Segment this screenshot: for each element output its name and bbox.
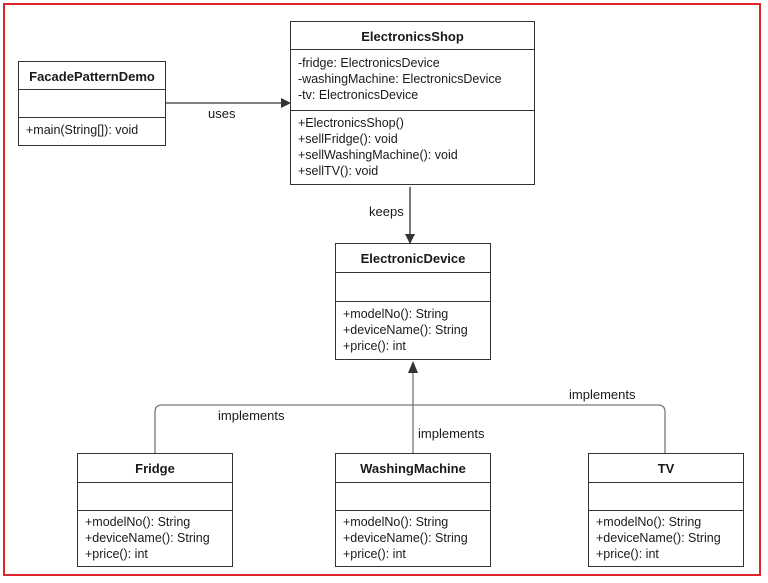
- attributes-section: -fridge: ElectronicsDevice -washingMachi…: [291, 50, 534, 111]
- method: +deviceName(): String: [343, 323, 468, 337]
- attributes-section: [336, 483, 490, 511]
- methods-section: +modelNo(): String +deviceName(): String…: [78, 511, 232, 566]
- attributes-section: [336, 273, 490, 302]
- implements-fridge-connector: [154, 404, 413, 453]
- implements-arrowhead: [408, 361, 418, 373]
- method: +main(String[]): void: [26, 123, 139, 137]
- method: +deviceName(): String: [343, 531, 468, 545]
- attributes-section: [589, 483, 743, 511]
- methods-section: +main(String[]): void: [19, 118, 165, 142]
- attributes-section: [78, 483, 232, 511]
- attribute: -washingMachine: ElectronicsDevice: [298, 72, 502, 86]
- method: +modelNo(): String: [343, 515, 449, 529]
- class-washing-machine: WashingMachine +modelNo(): String +devic…: [335, 453, 491, 567]
- implements-washing-label: implements: [418, 426, 485, 441]
- method: +price(): int: [85, 547, 148, 561]
- class-electronics-shop: ElectronicsShop -fridge: ElectronicsDevi…: [290, 21, 535, 185]
- methods-section: +modelNo(): String +deviceName(): String…: [336, 511, 490, 566]
- class-fridge: Fridge +modelNo(): String +deviceName():…: [77, 453, 233, 567]
- class-tv: TV +modelNo(): String +deviceName(): Str…: [588, 453, 744, 567]
- class-facade-pattern-demo: FacadePatternDemo +main(String[]): void: [18, 61, 166, 146]
- method: +ElectronicsShop(): [298, 116, 404, 130]
- method: +sellWashingMachine(): void: [298, 148, 458, 162]
- attributes-section: [19, 90, 165, 118]
- diagram-frame: [3, 3, 761, 576]
- method: +sellTV(): void: [298, 164, 379, 178]
- method: +sellFridge(): void: [298, 132, 398, 146]
- class-name: ElectronicsShop: [291, 22, 534, 50]
- methods-section: +modelNo(): String +deviceName(): String…: [336, 302, 490, 358]
- method: +deviceName(): String: [596, 531, 721, 545]
- implements-tv-label: implements: [569, 387, 636, 402]
- class-electronic-device: ElectronicDevice +modelNo(): String +dev…: [335, 243, 491, 360]
- uses-label: uses: [208, 106, 236, 121]
- method: +price(): int: [343, 547, 406, 561]
- method: +modelNo(): String: [596, 515, 702, 529]
- implements-tv-connector: [413, 404, 666, 453]
- class-name: TV: [589, 454, 743, 483]
- attribute: -tv: ElectronicsDevice: [298, 88, 419, 102]
- attribute: -fridge: ElectronicsDevice: [298, 56, 440, 70]
- method: +modelNo(): String: [343, 307, 449, 321]
- class-name: ElectronicDevice: [336, 244, 490, 273]
- method: +deviceName(): String: [85, 531, 210, 545]
- methods-section: +modelNo(): String +deviceName(): String…: [589, 511, 743, 566]
- class-name: Fridge: [78, 454, 232, 483]
- class-name: FacadePatternDemo: [19, 62, 165, 90]
- class-name: WashingMachine: [336, 454, 490, 483]
- method: +price(): int: [343, 339, 406, 353]
- keeps-label: keeps: [369, 204, 404, 219]
- method: +price(): int: [596, 547, 659, 561]
- implements-fridge-label: implements: [218, 408, 285, 423]
- methods-section: +ElectronicsShop() +sellFridge(): void +…: [291, 111, 534, 183]
- method: +modelNo(): String: [85, 515, 191, 529]
